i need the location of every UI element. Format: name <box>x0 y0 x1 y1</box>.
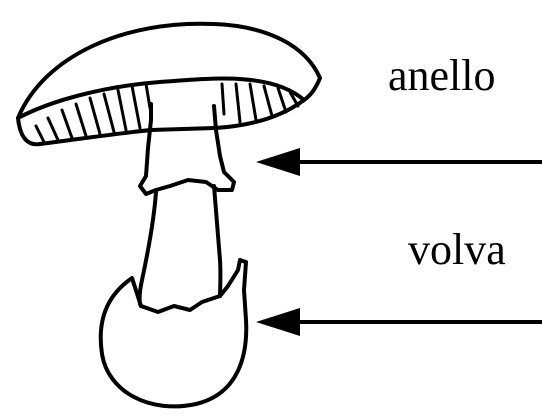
ring-anello <box>140 104 234 194</box>
mushroom-stem <box>140 186 221 306</box>
label-volva: volva <box>408 228 506 272</box>
label-anello: anello <box>388 54 496 98</box>
arrow-to-ring <box>256 148 542 176</box>
mushroom-gills <box>36 84 298 142</box>
volva-cup <box>101 260 247 406</box>
arrow-to-volva <box>256 308 542 336</box>
mushroom-cap <box>18 24 320 145</box>
